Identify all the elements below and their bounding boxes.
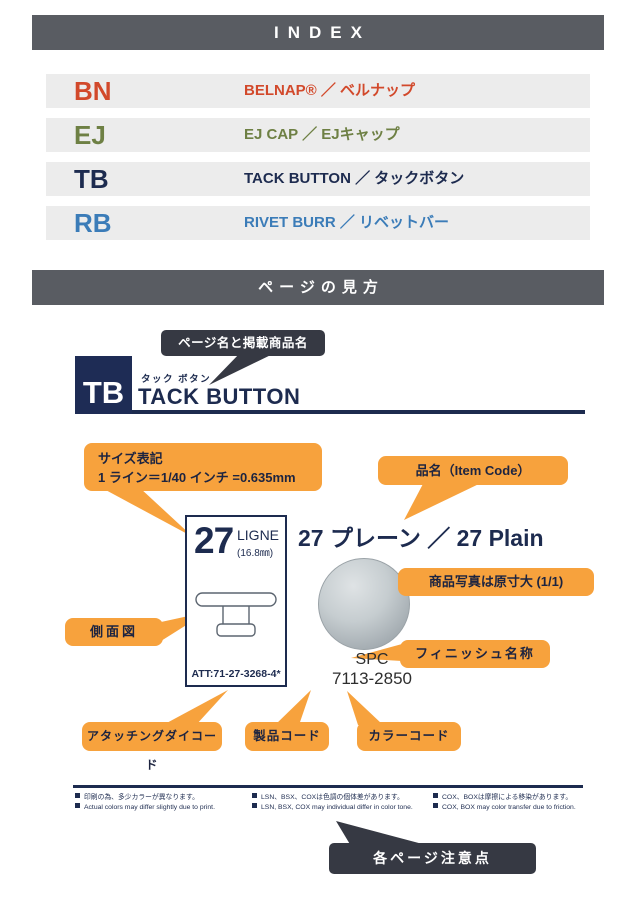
tb-underline [132,410,585,414]
footnote-1-ja: 印刷の為、多少カラーが異なります。 [84,794,199,801]
callout-item-code: 品名（Item Code） [378,456,568,485]
square-bullet-icon [433,793,438,798]
ligne-number: 27 [194,520,234,561]
index-row-ej[interactable]: EJ EJ CAP ／ EJキャップ [46,118,590,152]
index-header: INDEX [32,15,604,50]
tb-page-title: TACK BUTTON [138,384,301,409]
index-label-tb: TACK BUTTON ／ タックボタン [244,170,465,187]
footnote-column-1: 印刷の為、多少カラーが異なります。 Actual colors may diff… [75,793,265,813]
tb-logo-text: TB [82,375,125,410]
callout-color-code: カラーコード [357,722,461,751]
callout-product-code: 製品コード [245,722,329,751]
footnote-2-en: LSN, BSX, COX may individual differ in c… [261,804,413,811]
callout-size-line2: 1 ライン＝1/40 インチ =0.635mm [98,470,296,485]
footnote-3-ja: COX、BOXは摩擦による移染があります。 [442,794,573,801]
index-label-rb: RIVET BURR ／ リベットバー [244,214,450,231]
callout-size-notation: サイズ表記 1 ライン＝1/40 インチ =0.635mm [84,443,322,491]
callout-finish-name: フィニッシュ名称 [400,640,550,668]
tb-logo-square: TB [75,356,132,414]
index-row-bn[interactable]: BN BELNAP® ／ ベルナップ [46,74,590,108]
square-bullet-icon [75,803,80,808]
footnote-2-ja: LSN、BSX、COXは色調の個体差があります。 [261,794,404,801]
footer-divider [73,785,583,788]
square-bullet-icon [75,793,80,798]
callout-size-line1: サイズ表記 [98,451,163,466]
button-side-view-drawing [195,592,277,637]
tb-furigana: タック ボタン [141,374,212,385]
footnote-1-en: Actual colors may differ slightly due to… [84,804,215,811]
footnote-column-2: LSN、BSX、COXは色調の個体差があります。 LSN, BSX, COX m… [252,793,442,813]
square-bullet-icon [252,793,257,798]
index-label-ej: EJ CAP ／ EJキャップ [244,126,400,143]
square-bullet-icon [433,803,438,808]
index-code-ej: EJ [74,120,106,150]
callout-page-notes: 各ページ注意点 [329,843,536,874]
callout-attaching-die-code: アタッチングダイコード [82,722,222,772]
product-number-value: 7113-2850 [331,669,413,688]
square-bullet-icon [252,803,257,808]
ligne-mm-value: (16.8㎜) [237,548,274,559]
attaching-die-code-value: ATT:71-27-3268-4* [191,668,281,680]
index-row-tb[interactable]: TB TACK BUTTON ／ タックボタン [46,162,590,196]
index-code-bn: BN [74,76,112,106]
callout-page-product-name: ページ名と掲載商品名 [161,330,325,356]
item-name: 27 プレーン ／ 27 Plain [298,525,544,551]
finish-code-value: SPC [355,651,389,668]
index-label-bn: BELNAP® ／ ベルナップ [244,82,416,99]
index-code-tb: TB [74,164,109,194]
index-code-rb: RB [74,208,112,238]
ligne-unit-label: LIGNE [237,527,280,543]
callout-side-view: 側面図 [65,618,163,646]
index-row-rb[interactable]: RB RIVET BURR ／ リベットバー [46,206,590,240]
guide-header: ページの見方 [32,270,604,305]
footnote-column-3: COX、BOXは摩擦による移染があります。 COX, BOX may color… [433,793,623,813]
footnote-3-en: COX, BOX may color transfer due to frict… [442,804,576,811]
size-spec-box: 27 LIGNE (16.8㎜) ATT:71-27-3268-4* [185,515,287,687]
product-photo [318,558,410,650]
callout-photo-scale: 商品写真は原寸大 (1/1) [398,568,594,596]
